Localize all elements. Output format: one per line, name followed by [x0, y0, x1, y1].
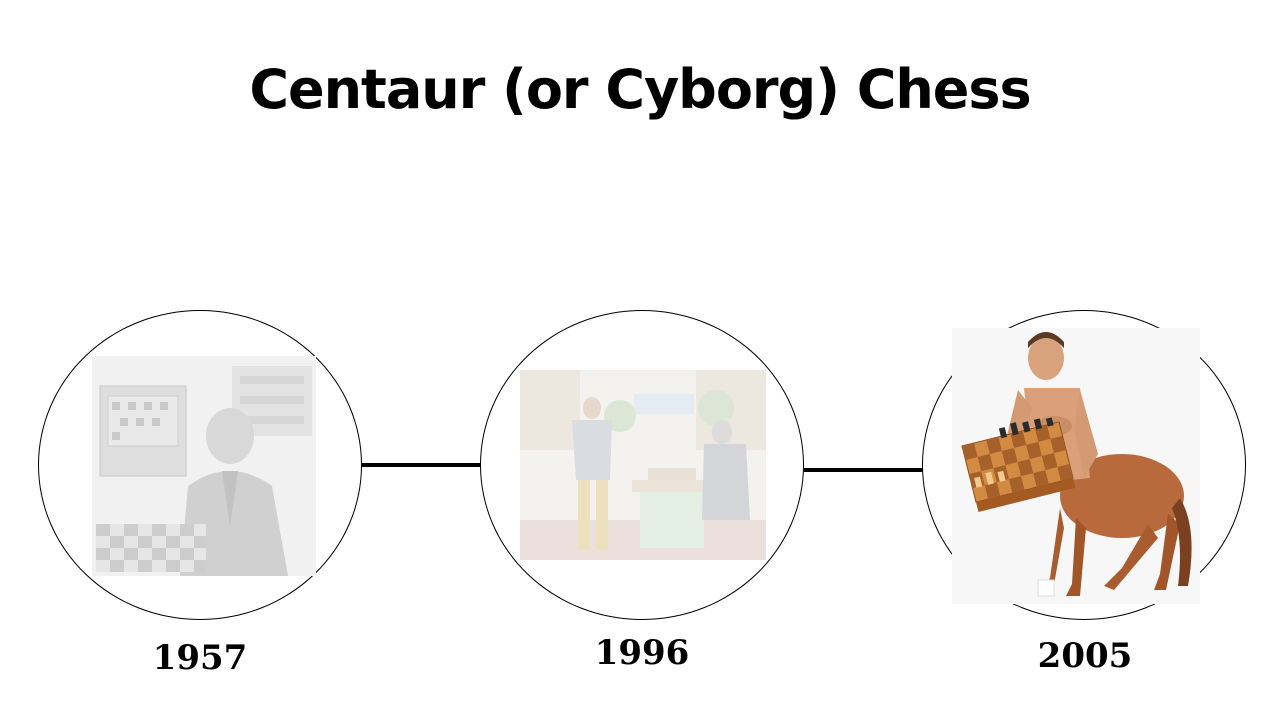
year-label-2005: 2005: [1037, 636, 1133, 676]
photo-1996-chess-match: [520, 370, 766, 560]
year-label-1996: 1996: [594, 633, 690, 673]
timeline-connector-1: [362, 463, 482, 467]
photo-2005-centaur-chess: [952, 328, 1200, 604]
photo-1957-computer-chess: [92, 356, 316, 576]
slide-title: Centaur (or Cyborg) Chess: [249, 58, 1031, 121]
timeline-connector-2: [804, 468, 924, 472]
year-label-1957: 1957: [152, 638, 248, 678]
